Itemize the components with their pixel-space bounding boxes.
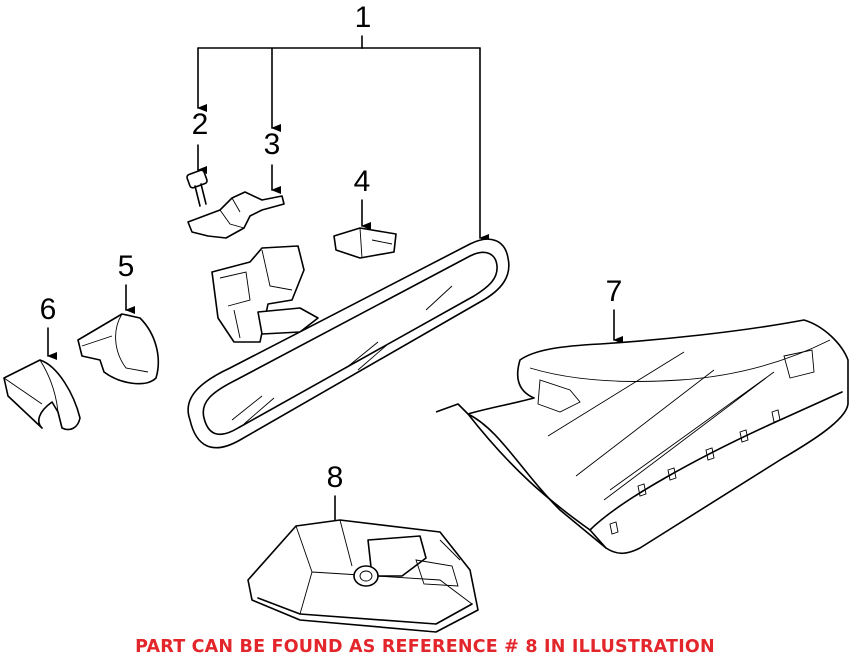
callout-1: 1 [354, 1, 372, 34]
leader-lines [47, 35, 623, 528]
callout-7: 7 [605, 275, 623, 308]
part-8-camera-module [247, 519, 479, 633]
mirror-mount [211, 245, 319, 343]
part-1-mirror [187, 238, 510, 449]
reference-note: PART CAN BE FOUND AS REFERENCE # 8 IN IL… [135, 637, 715, 657]
part-3-clip [187, 191, 285, 239]
part-7-trim-panel [435, 319, 849, 555]
callout-8: 8 [326, 461, 344, 494]
part-2-screw [186, 169, 208, 207]
part-5-cover [77, 313, 160, 385]
callout-3: 3 [263, 128, 281, 161]
callout-5: 5 [117, 250, 135, 283]
part-6-cover [3, 359, 81, 431]
callout-2: 2 [191, 108, 209, 141]
part-4-cover [333, 227, 397, 259]
callout-6: 6 [39, 293, 57, 326]
callout-4: 4 [353, 165, 371, 198]
